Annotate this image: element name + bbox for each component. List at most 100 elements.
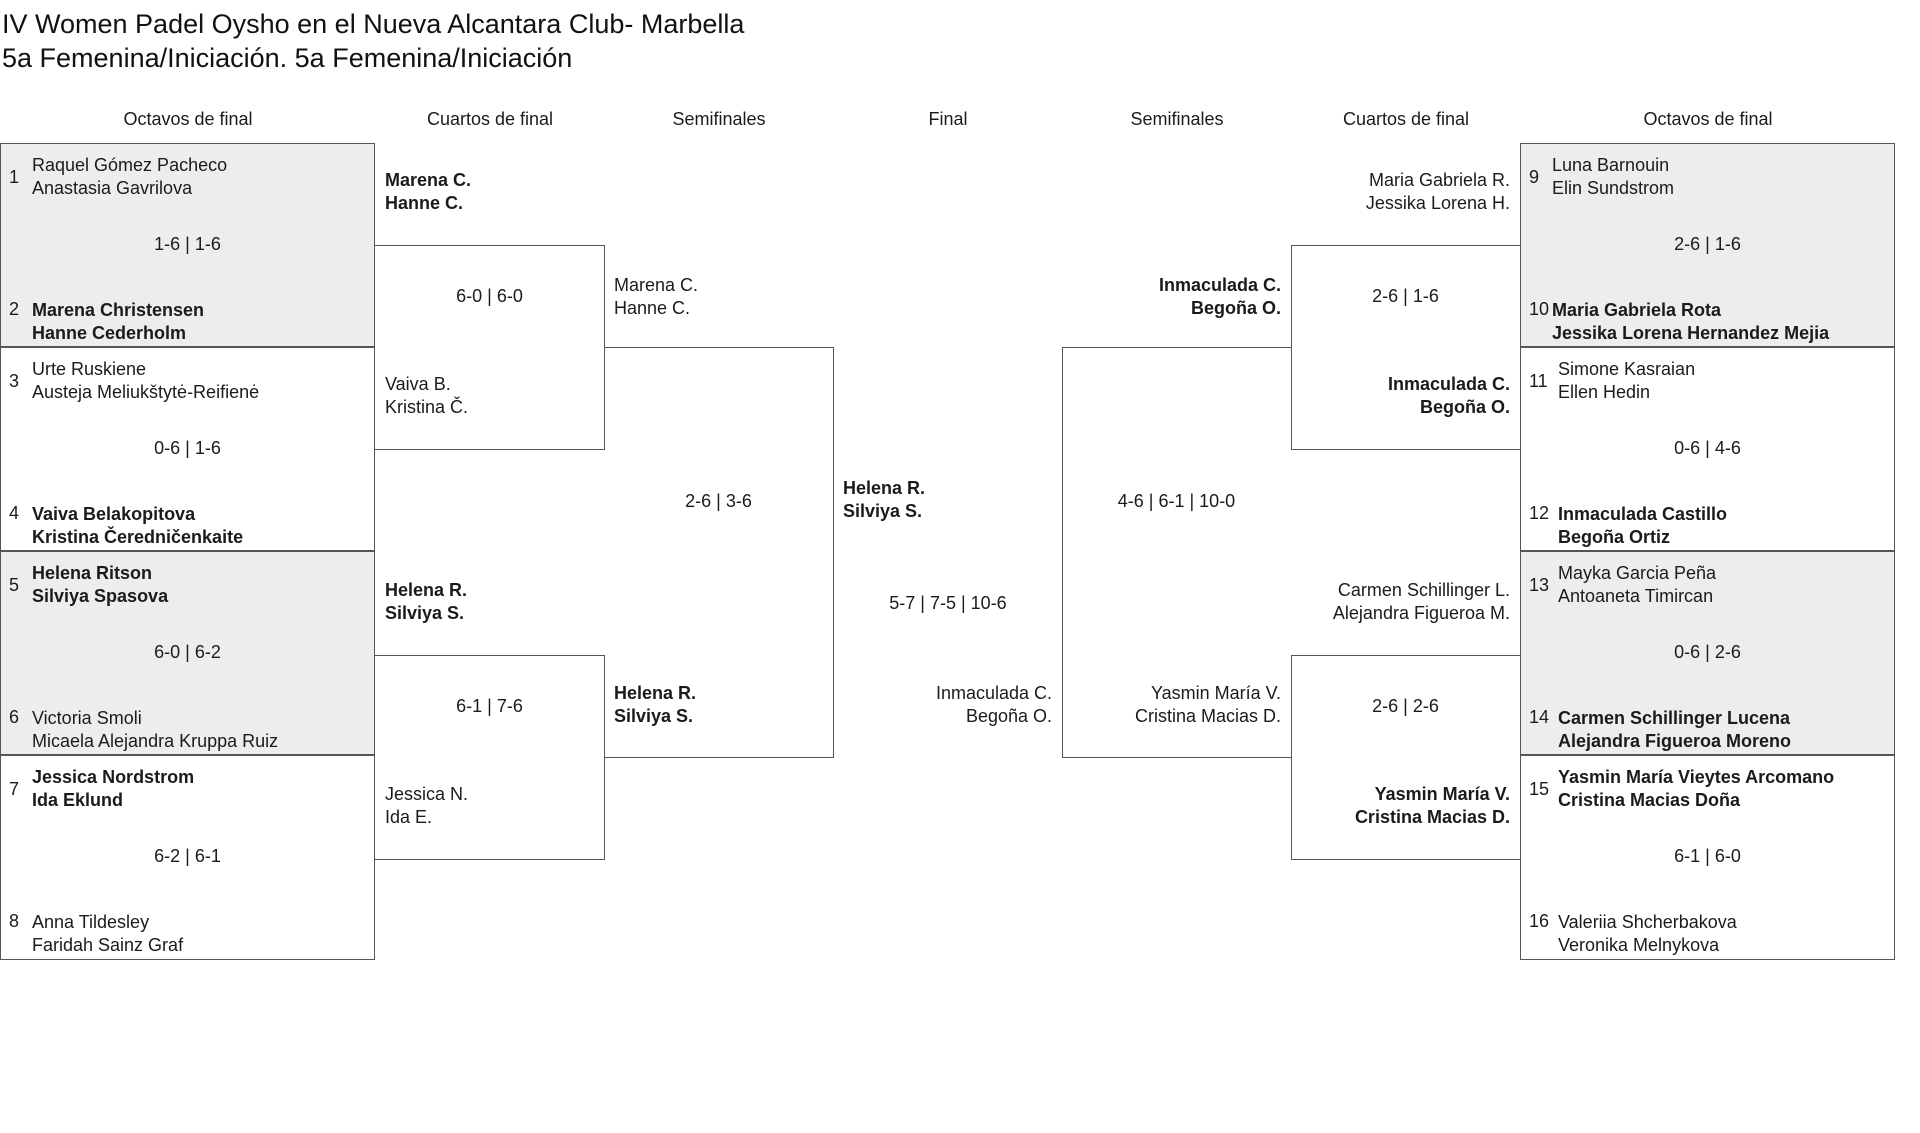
match-score: 2-6 | 3-6 xyxy=(685,491,752,511)
player-name: Ida Eklund xyxy=(32,790,124,810)
bracket-connector xyxy=(1291,859,1520,860)
player-name: Vaiva Belakopitova xyxy=(32,504,196,524)
seed-number: 9 xyxy=(1529,167,1540,187)
page-subtitle: 5a Femenina/Iniciación. 5a Femenina/Inic… xyxy=(2,43,573,73)
seed-number: 10 xyxy=(1529,299,1550,319)
player-name: Luna Barnouin xyxy=(1552,155,1670,175)
player-name: Vaiva B. xyxy=(385,374,451,394)
seed-number: 14 xyxy=(1529,707,1550,727)
match-score: 4-6 | 6-1 | 10-0 xyxy=(1117,491,1236,511)
right-octavos-match-4 xyxy=(1520,755,1895,960)
player-name: Yasmin María V. xyxy=(1374,784,1510,804)
bracket-connector xyxy=(1291,245,1292,450)
player-name: Carmen Schillinger L. xyxy=(1337,580,1510,600)
round-header-cuartos-right: Cuartos de final xyxy=(1342,109,1470,129)
player-name: Helena Ritson xyxy=(32,563,153,583)
player-name: Ellen Hedin xyxy=(1558,382,1651,402)
round-header-semis-right: Semifinales xyxy=(1130,109,1224,129)
player-name: Begoña O. xyxy=(1190,298,1281,318)
player-name: Victoria Smoli xyxy=(32,708,142,728)
player-name: Marena Christensen xyxy=(32,300,205,320)
bracket-connector xyxy=(1062,757,1291,758)
player-name: Alejandra Figueroa Moreno xyxy=(1558,731,1792,751)
player-name: Mayka Garcia Peña xyxy=(1558,563,1717,583)
team-bottom: Helena R.Silviya S. xyxy=(614,682,696,728)
team-top: Carmen Schillinger L. Alejandra Figueroa … xyxy=(1333,579,1510,625)
match-score: 6-1 | 6-0 xyxy=(1674,846,1741,866)
seed-number: 3 xyxy=(9,371,20,391)
match-score: 6-2 | 6-1 xyxy=(154,846,221,866)
round-header-octavos-right: Octavos de final xyxy=(1643,109,1773,129)
player-name: Jessica Nordstrom xyxy=(32,767,195,787)
left-octavos-match-1 xyxy=(0,143,375,347)
round-header-cuartos-left: Cuartos de final xyxy=(426,109,554,129)
match-score: 0-6 | 2-6 xyxy=(1674,642,1741,662)
player-name: Helena R. xyxy=(614,683,697,703)
player-name: Valeriia Shcherbakova xyxy=(1558,912,1737,932)
bracket-connector xyxy=(604,757,833,758)
player-name: Alejandra Figueroa M. xyxy=(1332,603,1510,623)
team-bottom: Yasmin María V. Cristina Macias D. xyxy=(1355,783,1510,829)
team-top: Maria Gabriela R.Jessika Lorena H. xyxy=(1366,169,1510,215)
player-name: Cristina Macias D. xyxy=(1354,807,1510,827)
match-score: 2-6 | 2-6 xyxy=(1372,696,1439,716)
match-score: 2-6 | 1-6 xyxy=(1674,234,1741,254)
page-title: IV Women Padel Oysho en el Nueva Alcanta… xyxy=(2,9,745,39)
player-name: Hanne C. xyxy=(385,193,464,213)
player-name: Cristina Macias D. xyxy=(1134,706,1281,726)
player-name: Yasmin María V. xyxy=(1150,683,1281,703)
player-name: Antoaneta Timircan xyxy=(1558,586,1714,606)
player-name: Helena R. xyxy=(385,580,468,600)
player-name: Micaela Alejandra Kruppa Ruiz xyxy=(32,731,279,751)
bracket-connector xyxy=(604,347,833,348)
right-octavos-match-1 xyxy=(1520,143,1895,347)
player-name: Maria Gabriela Rota xyxy=(1552,300,1722,320)
round-header-octavos-left: Octavos de final xyxy=(123,109,253,129)
player-name: Austeja Meliukštytė-Reifienė xyxy=(32,382,260,402)
player-name: Silviya S. xyxy=(385,603,465,623)
player-name: Anastasia Gavrilova xyxy=(32,178,193,198)
bracket-connector xyxy=(375,655,604,656)
team-top: Marena C.Hanne C. xyxy=(385,169,471,215)
player-name: Jessika Lorena Hernandez Mejia xyxy=(1552,323,1830,343)
left-octavos-match-2 xyxy=(0,347,375,551)
seed-number: 2 xyxy=(9,299,20,319)
player-name: Marena C. xyxy=(614,275,699,295)
bracket-connector xyxy=(833,347,834,758)
seed-number: 7 xyxy=(9,779,20,799)
bracket-connector xyxy=(1291,655,1292,860)
team-top: Inmaculada C. Begoña O. xyxy=(1159,274,1281,320)
player-name: Cristina Macias Doña xyxy=(1558,790,1741,810)
seed-number: 13 xyxy=(1529,575,1550,595)
player-name: Begoña O. xyxy=(1419,397,1510,417)
seed-number: 6 xyxy=(9,707,20,727)
team-bottom: Vaiva B.Kristina Č. xyxy=(385,373,468,419)
player-name: Helena R. xyxy=(843,478,926,498)
round-header-final: Final xyxy=(928,109,968,129)
seed-number: 15 xyxy=(1529,779,1550,799)
player-name: Inmaculada Castillo xyxy=(1558,504,1728,524)
player-name: Maria Gabriela R. xyxy=(1368,170,1510,190)
match-score: 1-6 | 1-6 xyxy=(154,234,221,254)
match-score: 6-0 | 6-0 xyxy=(456,286,523,306)
match-score: 6-1 | 7-6 xyxy=(456,696,523,716)
left-octavos-match-4 xyxy=(0,755,375,960)
team-bottom: Jessica N.Ida E. xyxy=(385,783,468,829)
left-octavos-match-3 xyxy=(0,551,375,755)
player-name: Inmaculada C. xyxy=(1158,275,1281,295)
player-name: Begoña O. xyxy=(965,706,1052,726)
bracket-connector xyxy=(375,859,604,860)
match-score: 0-6 | 1-6 xyxy=(154,438,221,458)
